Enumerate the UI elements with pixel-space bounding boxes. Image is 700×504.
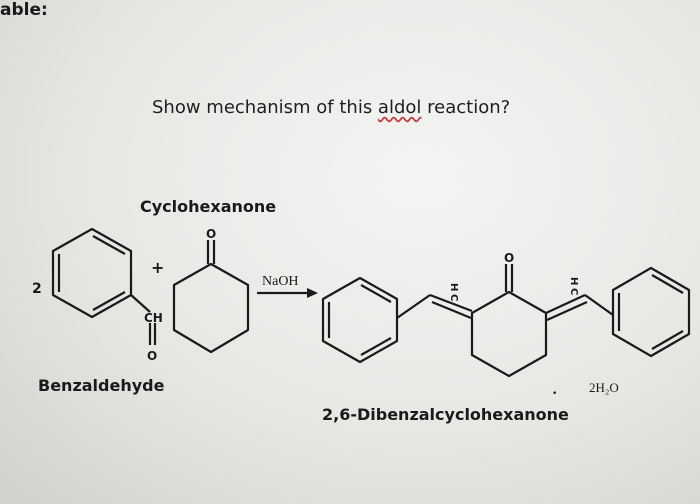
reagent-naoh: NaOH xyxy=(262,274,299,289)
benzaldehyde-benzene-ring xyxy=(51,227,133,319)
exocyclic-double-bond-left-b xyxy=(431,300,472,320)
cyclohexanone-label: Cyclohexanone xyxy=(140,197,277,216)
cyclohexanone-ring xyxy=(172,262,250,354)
plus-sign: + xyxy=(151,258,164,277)
ketone-oxygen: O xyxy=(206,227,216,241)
heading-fragment: able: xyxy=(0,0,48,20)
question-part-3: reaction? xyxy=(421,97,511,118)
vinyl-c-right: C xyxy=(568,288,579,295)
bond-ring-to-aldehyde xyxy=(130,294,151,313)
question-word-aldol: aldol xyxy=(377,97,422,118)
benzaldehyde-label: Benzaldehyde xyxy=(38,376,165,395)
product-cyclohexanone-ring xyxy=(470,290,548,378)
question-text: Show mechanism of this aldol reaction? xyxy=(152,97,510,118)
water-byproduct: 2H₂O xyxy=(589,380,619,395)
product-ketone-oxygen: O xyxy=(504,251,514,265)
vinyl-h-left: H xyxy=(448,283,459,291)
bond-left-phenyl-to-ch xyxy=(396,294,431,319)
product-left-benzene-ring xyxy=(321,276,399,364)
stoichiometric-coefficient: 2 xyxy=(32,281,42,297)
exocyclic-double-bond-left-a xyxy=(429,293,473,313)
product-right-benzene-ring xyxy=(611,266,691,358)
bullet-dot: • xyxy=(552,389,557,399)
exocyclic-double-bond-right-b xyxy=(546,300,588,322)
aldehyde-ch-label: CH xyxy=(144,311,163,325)
exocyclic-double-bond-right-a xyxy=(545,294,586,314)
reaction-arrowhead xyxy=(307,288,318,298)
vinyl-h-right: H xyxy=(568,277,579,285)
product-label: 2,6-Dibenzalcyclohexanone xyxy=(322,405,569,424)
vinyl-c-left: C xyxy=(448,294,459,301)
bond-ch-to-right-phenyl xyxy=(584,294,614,316)
question-part-1: Show mechanism of this xyxy=(152,97,378,118)
aldehyde-oxygen: O xyxy=(147,349,157,363)
